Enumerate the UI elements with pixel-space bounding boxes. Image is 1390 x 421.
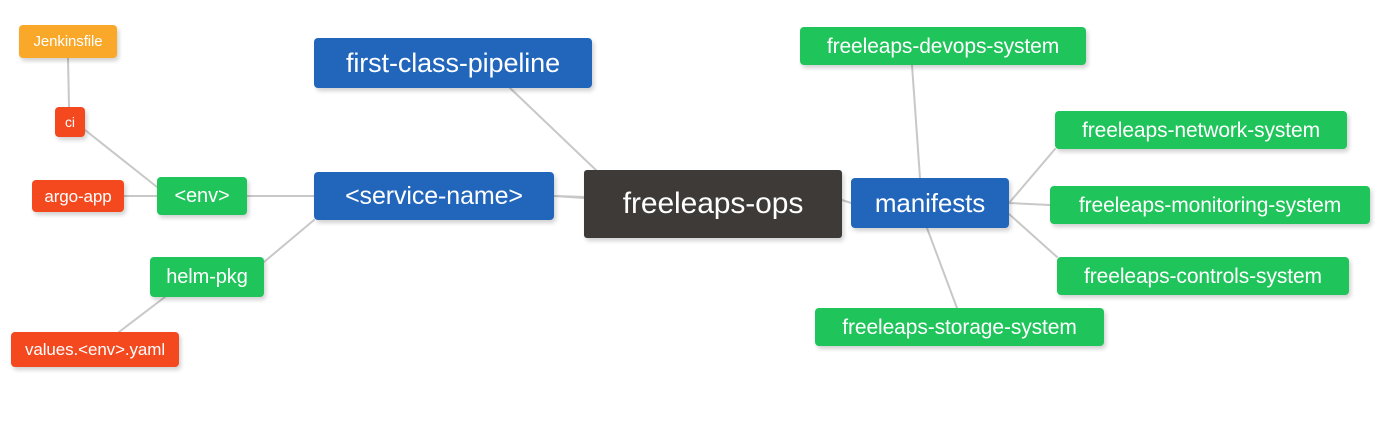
mindmap-node-manifests[interactable]: manifests [851,178,1009,228]
mindmap-edge [553,195,585,199]
mindmap-node-freeleaps-network-system[interactable]: freeleaps-network-system [1055,111,1347,149]
mindmap-node-argo-app[interactable]: argo-app [32,180,124,212]
mindmap-node-first-class-pipeline[interactable]: first-class-pipeline [314,38,592,88]
mindmap-edge [118,296,166,333]
mindmap-edge [509,87,599,173]
mindmap-node-env[interactable]: <env> [157,177,247,215]
mindmap-node-freeleaps-devops-system[interactable]: freeleaps-devops-system [800,27,1086,65]
mindmap-node-values-yaml[interactable]: values.<env>.yaml [11,332,179,367]
mindmap-node-freeleaps-controls-system[interactable]: freeleaps-controls-system [1057,257,1349,295]
mindmap-edge [84,129,158,188]
mindmap-node-freeleaps-storage-system[interactable]: freeleaps-storage-system [815,308,1104,346]
mindmap-edge [1008,148,1056,204]
mindmap-node-jenkinsfile[interactable]: Jenkinsfile [19,25,117,58]
mindmap-node-freeleaps-monitoring-system[interactable]: freeleaps-monitoring-system [1050,186,1370,224]
mindmap-edge [926,227,958,309]
mindmap-node-freeleaps-ops[interactable]: freeleaps-ops [584,170,842,238]
mindmap-edge [263,219,315,263]
mindmap-edge [911,64,921,179]
mindmap-edge [67,57,70,108]
mindmap-node-service-name[interactable]: <service-name> [314,172,554,220]
mindmap-edge [841,199,852,204]
mindmap-node-helm-pkg[interactable]: helm-pkg [150,257,264,297]
mindmap-node-ci[interactable]: ci [55,107,85,137]
mindmap-edge [555,195,585,198]
mindmap-edge [1008,202,1051,206]
